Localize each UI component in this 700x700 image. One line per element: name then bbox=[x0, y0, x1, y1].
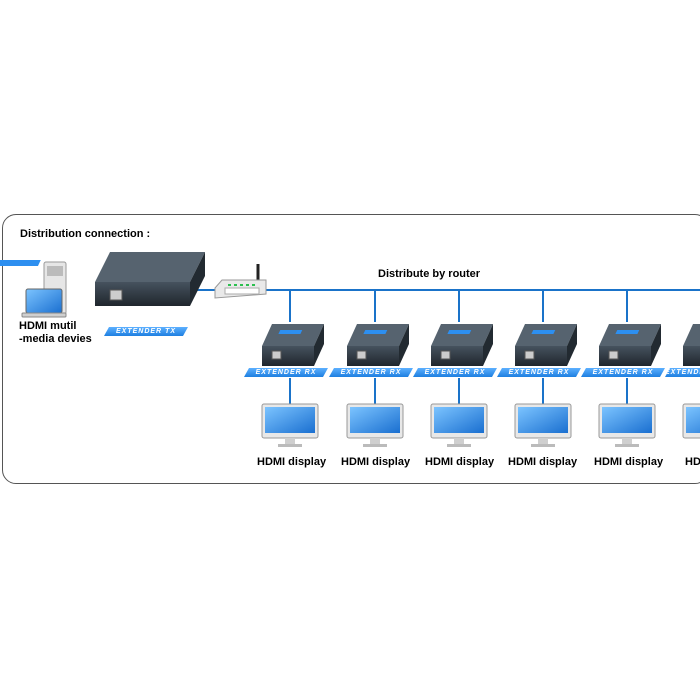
hdmi-source-device-icon bbox=[21, 261, 67, 318]
source-label-line-1: HDMI mutil bbox=[19, 320, 77, 332]
monitor-icon bbox=[261, 403, 319, 447]
source-device-label: HDMI mutil -media devies bbox=[19, 320, 92, 346]
extender-rx-tag: EXTENDER RX bbox=[497, 368, 581, 377]
monitor-icon bbox=[598, 403, 656, 447]
router-icon bbox=[214, 264, 267, 299]
monitor-icon bbox=[430, 403, 488, 447]
extender-tx-tag: EXTENDER TX bbox=[104, 327, 188, 336]
extender-rx-tag: EXTENDER RX bbox=[665, 368, 700, 377]
display-label: HDMI display bbox=[594, 456, 664, 468]
router-label: Distribute by router bbox=[378, 268, 481, 280]
extender-rx-device-icon bbox=[262, 324, 324, 366]
source-label-line-2: -media devies bbox=[19, 333, 92, 345]
monitor-icon bbox=[346, 403, 404, 447]
extender-tx-device-icon bbox=[0, 252, 205, 306]
extender-rx-tag: EXTENDER RX bbox=[413, 368, 497, 377]
display-label: HD bbox=[685, 456, 700, 468]
display-label: HDMI display bbox=[508, 456, 578, 468]
extender-rx-device-icon bbox=[515, 324, 577, 366]
extender-rx-device-icon bbox=[599, 324, 661, 366]
extender-rx-tag: EXTENDER RX bbox=[329, 368, 413, 377]
monitor-icon bbox=[682, 403, 700, 439]
extender-rx-device-icon bbox=[347, 324, 409, 366]
extender-rx-tag: EXTENDER RX bbox=[244, 368, 328, 377]
monitor-icon bbox=[514, 403, 572, 447]
hdmi-monitors bbox=[261, 403, 700, 447]
network-cables bbox=[190, 289, 700, 404]
extender-rx-device-icon bbox=[683, 324, 700, 366]
extender-rx-tag: EXTENDER RX bbox=[581, 368, 665, 377]
diagram-title: Distribution connection : bbox=[20, 228, 151, 240]
display-label: HDMI display bbox=[425, 456, 495, 468]
extender-rx-device-icon bbox=[431, 324, 493, 366]
extender-rx-devices bbox=[262, 324, 700, 366]
display-label: HDMI display bbox=[257, 456, 327, 468]
display-label: HDMI display bbox=[341, 456, 411, 468]
